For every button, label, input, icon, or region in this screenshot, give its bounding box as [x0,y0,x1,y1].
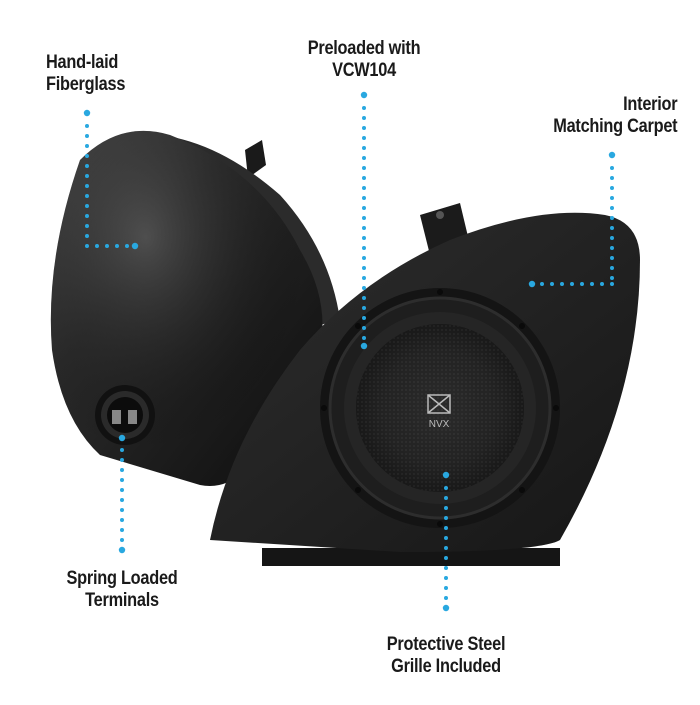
terminals-leader [118,434,126,554]
fiberglass-enclosure [50,130,340,486]
carpeted-enclosure: NVX [210,203,640,566]
preloaded-leader [360,91,368,350]
grille-callout-line2: Grille Included [391,656,501,677]
grille-leader [442,471,450,612]
nvx-logo-text: NVX [429,419,450,430]
spring-terminal-cup [95,385,155,445]
carpet-callout-line2: Matching Carpet [552,116,677,137]
fiberglass-leader [83,109,139,250]
fiberglass-callout-line1: Hand-laid [46,52,119,73]
terminals-callout: Spring Loaded Terminals [19,568,225,612]
terminals-callout-line2: Terminals [85,590,159,611]
grille-callout: Protective Steel Grille Included [343,634,549,678]
nvx-logo: NVX [427,394,451,430]
preloaded-callout-line2: VCW104 [332,60,396,81]
carpet-callout: Interior Matching Carpet [553,94,677,138]
terminals-callout-line1: Spring Loaded [66,568,178,589]
carpet-callout-line1: Interior [622,94,677,115]
fiberglass-callout: Hand-laid Fiberglass [46,52,125,96]
fiberglass-callout-line2: Fiberglass [46,74,126,95]
preloaded-callout: Preloaded with VCW104 [261,38,467,82]
preloaded-callout-line1: Preloaded with [307,38,421,59]
steel-grille [356,324,524,492]
callout-leaders [83,91,616,612]
carpet-leader [528,151,616,288]
mounting-bracket-back [245,140,266,178]
grille-callout-line1: Protective Steel [386,634,506,655]
subwoofer-driver: NVX [320,288,560,528]
